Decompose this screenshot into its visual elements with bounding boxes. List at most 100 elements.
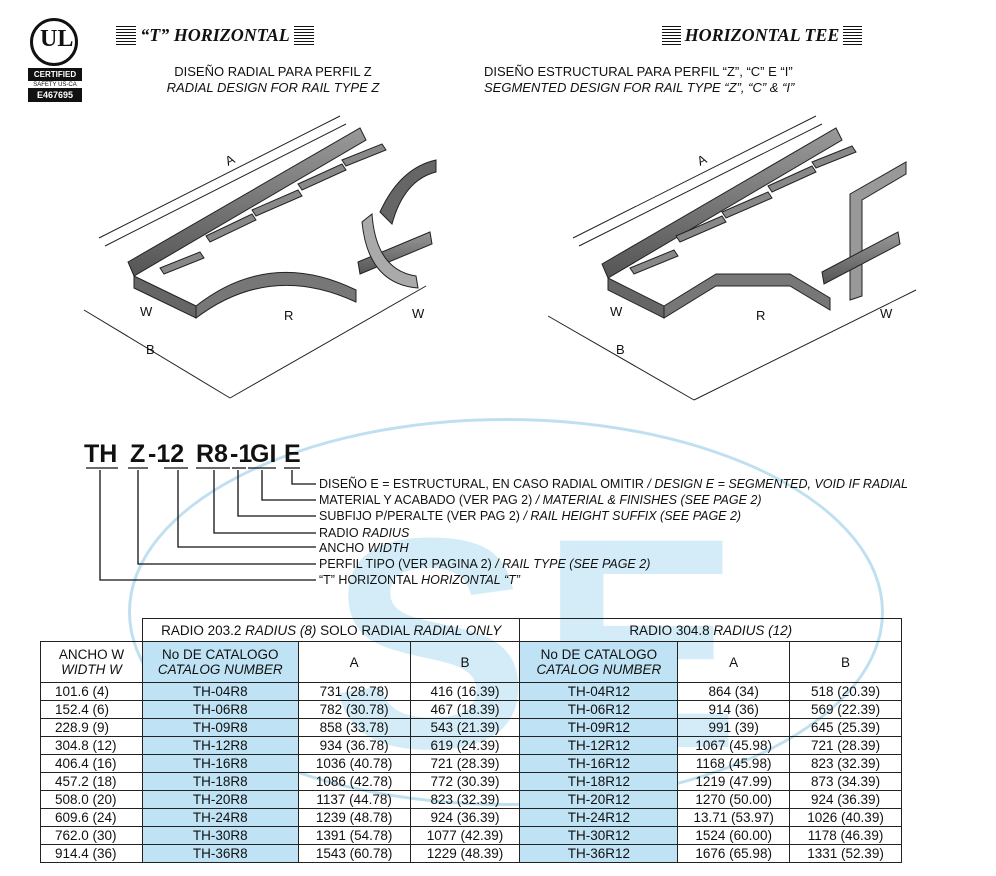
ul-certified-logo: UL CERTIFIED SAFETY US-CA E467695 — [28, 18, 84, 122]
cell-catalog-r12: TH-30R12 — [519, 826, 679, 845]
cell-width: 406.4 (16) — [40, 754, 143, 773]
cell-b-r12: 721 (28.39) — [789, 736, 902, 755]
code-design: E — [284, 440, 301, 468]
cell-b-r12: 873 (34.39) — [789, 772, 902, 791]
legend-rail-height: SUBFIJO P/PERALTE (VER PAG 2) / RAIL HEI… — [319, 509, 742, 523]
cell-b-r8: 924 (36.39) — [409, 808, 521, 827]
cell-width: 152.4 (6) — [40, 700, 143, 719]
ul-file-number: E467695 — [28, 88, 82, 102]
cell-catalog-r8: TH-12R8 — [141, 736, 299, 755]
right-dim-a: A — [695, 151, 710, 168]
cell-a-r8: 1391 (54.78) — [297, 826, 411, 845]
code-radius: R8 — [196, 440, 228, 468]
cell-a-r8: 782 (30.78) — [297, 700, 411, 719]
cell-catalog-r8: TH-09R8 — [141, 718, 299, 737]
left-dim-b: B — [146, 342, 155, 357]
legend-material: MATERIAL Y ACABADO (VER PAG 2) / MATERIA… — [319, 493, 762, 507]
table-corner — [40, 618, 143, 642]
cell-a-r12: 864 (34) — [677, 682, 791, 701]
cell-catalog-r8: TH-20R8 — [141, 790, 299, 809]
cell-a-r12: 1524 (60.00) — [677, 826, 791, 845]
cell-b-r8: 467 (18.39) — [409, 700, 521, 719]
right-section-header: HORIZONTAL TEE — [662, 24, 862, 46]
cell-b-r8: 721 (28.39) — [409, 754, 521, 773]
cell-catalog-r12: TH-18R12 — [519, 772, 679, 791]
cell-catalog-r12: TH-20R12 — [519, 790, 679, 809]
left-dim-r: R — [284, 308, 293, 323]
cell-catalog-r12: TH-06R12 — [519, 700, 679, 719]
legend-rail-type: PERFIL TIPO (VER PAGINA 2) / RAIL TYPE (… — [319, 557, 651, 571]
cell-catalog-r12: TH-12R12 — [519, 736, 679, 755]
cell-catalog-r8: TH-16R8 — [141, 754, 299, 773]
cell-b-r12: 1178 (46.39) — [789, 826, 902, 845]
cell-a-r8: 1543 (60.78) — [297, 844, 411, 863]
a-header-r12: A — [677, 641, 791, 683]
cell-a-r12: 1168 (45.98) — [677, 754, 791, 773]
catalog-code-leader-lines — [86, 467, 316, 581]
radius-12-header: RADIO 304.8 RADIUS (12) — [519, 618, 902, 642]
code-width: -12 — [148, 440, 185, 468]
cell-width: 609.6 (24) — [40, 808, 143, 827]
cell-a-r12: 1270 (50.00) — [677, 790, 791, 809]
legend-width: ANCHO WIDTH — [319, 541, 409, 555]
cell-b-r12: 823 (32.39) — [789, 754, 902, 773]
cell-b-r8: 543 (21.39) — [409, 718, 521, 737]
cell-width: 762.0 (30) — [40, 826, 143, 845]
cell-width: 914.4 (36) — [40, 844, 143, 863]
cell-a-r12: 914 (36) — [677, 700, 791, 719]
cell-a-r8: 934 (36.78) — [297, 736, 411, 755]
cell-a-r8: 1137 (44.78) — [297, 790, 411, 809]
cell-b-r8: 823 (32.39) — [409, 790, 521, 809]
left-radial-tee-drawing: A W W B R — [83, 115, 437, 399]
ul-mark: UL — [30, 18, 78, 66]
cell-b-r8: 619 (24.39) — [409, 736, 521, 755]
cell-catalog-r8: TH-18R8 — [141, 772, 299, 791]
cell-catalog-r8: TH-06R8 — [141, 700, 299, 719]
cell-a-r12: 1676 (65.98) — [677, 844, 791, 863]
ul-safety-label: SAFETY US-CA — [33, 82, 77, 88]
b-header-r8: B — [409, 641, 521, 683]
cell-width: 101.6 (4) — [40, 682, 143, 701]
cell-a-r8: 1036 (40.78) — [297, 754, 411, 773]
right-dim-b: B — [616, 342, 625, 357]
right-dim-w1: W — [610, 304, 623, 319]
cell-width: 304.8 (12) — [40, 736, 143, 755]
b-header-r12: B — [789, 641, 902, 683]
cell-width: 508.0 (20) — [40, 790, 143, 809]
cell-catalog-r12: TH-24R12 — [519, 808, 679, 827]
a-header-r8: A — [297, 641, 411, 683]
cell-a-r12: 1067 (45.98) — [677, 736, 791, 755]
cell-b-r8: 1229 (48.39) — [409, 844, 521, 863]
cell-a-r8: 858 (33.78) — [297, 718, 411, 737]
cell-b-r12: 1026 (40.39) — [789, 808, 902, 827]
cell-a-r8: 1086 (42.78) — [297, 772, 411, 791]
cell-b-r8: 416 (16.39) — [409, 682, 521, 701]
cell-a-r12: 991 (39) — [677, 718, 791, 737]
right-segmented-tee-drawing: A W W B R — [547, 115, 917, 401]
legend-design: DISEÑO E = ESTRUCTURAL, EN CASO RADIAL O… — [319, 477, 909, 491]
right-caption: DISEÑO ESTRUCTURAL PARA PERFIL “Z”, “C” … — [484, 64, 795, 95]
dimensions-table: RADIO 203.2 RADIUS (8) SOLO RADIAL RADIA… — [40, 618, 902, 863]
radius-8-header: RADIO 203.2 RADIUS (8) SOLO RADIAL RADIA… — [141, 618, 521, 642]
left-section-header: “T” HORIZONTAL — [116, 24, 314, 46]
cell-catalog-r12: TH-04R12 — [519, 682, 679, 701]
cell-catalog-r8: TH-36R8 — [141, 844, 299, 863]
cell-b-r8: 772 (30.39) — [409, 772, 521, 791]
cell-b-r12: 518 (20.39) — [789, 682, 902, 701]
cell-width: 228.9 (9) — [40, 718, 143, 737]
cell-b-r12: 645 (25.39) — [789, 718, 902, 737]
cell-b-r12: 569 (22.39) — [789, 700, 902, 719]
left-dim-w2: W — [412, 306, 425, 321]
cell-a-r8: 1239 (48.78) — [297, 808, 411, 827]
